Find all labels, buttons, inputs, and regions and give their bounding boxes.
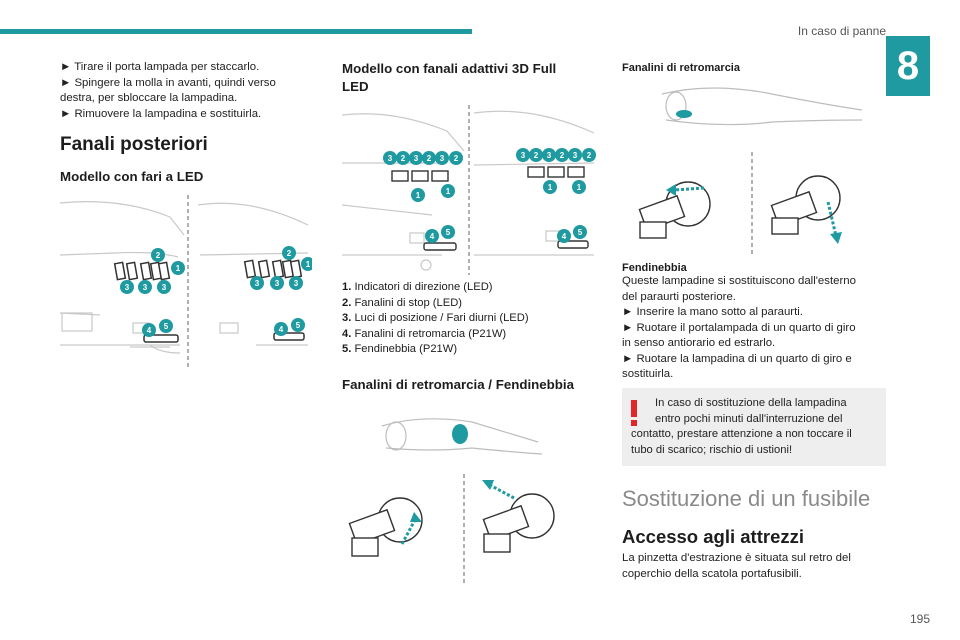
- fog-text-line: ► Ruotare il portalampada di un quarto d…: [622, 321, 856, 334]
- svg-text:3: 3: [162, 283, 167, 292]
- subheading-3d-full-led: Modello con fanali adattivi 3D Full LED: [342, 60, 600, 96]
- svg-text:5: 5: [578, 228, 583, 237]
- legend-item: 1. Indicatori di direzione (LED): [342, 281, 493, 293]
- subheading-line: LED: [342, 79, 369, 94]
- heading-fuse-replacement: Sostituzione di un fusibile: [622, 486, 871, 511]
- fog-text-line: ► Inserire la mano sotto al paraurti.: [622, 306, 803, 318]
- warning-text-line: entro pochi minuti dall'interruzione del: [655, 412, 843, 425]
- led-rear-lights-illustration: 2 1 3 3 3 4 5 2 1 3 3 3 4 5: [60, 195, 312, 367]
- svg-text:2: 2: [587, 151, 592, 160]
- column-left: ► Tirare il porta lampada per staccarlo.…: [60, 60, 300, 186]
- svg-text:1: 1: [446, 187, 451, 196]
- svg-text:5: 5: [296, 321, 301, 330]
- heading-tools-access: Accesso agli attrezzi: [622, 526, 804, 547]
- legend-item: 2. Fanalini di stop (LED): [342, 296, 463, 309]
- 3d-full-led-illustration: 3 2 3 2 3 2 1 1 4 5 3 2 3 2 3 2 1 1 4 5: [342, 105, 596, 275]
- svg-text:2: 2: [560, 151, 565, 160]
- warning-text-line: In caso di sostituzione della lampadina: [655, 397, 847, 409]
- svg-text:1: 1: [416, 191, 421, 200]
- svg-text:4: 4: [430, 232, 435, 241]
- subheading-led-model: Modello con fari a LED: [60, 169, 204, 184]
- svg-text:2: 2: [156, 251, 161, 260]
- svg-text:3: 3: [143, 283, 148, 292]
- callout-badges: 2 1 3 3 3 4 5 2 1 3 3 3 4 5: [120, 246, 312, 337]
- svg-text:2: 2: [534, 151, 539, 160]
- tools-text-line: La pinzetta d'estrazione è situata sul r…: [622, 552, 851, 564]
- svg-text:2: 2: [401, 154, 406, 163]
- subheading-line: Modello con fanali adattivi 3D Full: [342, 61, 557, 76]
- legend-item: 3. Luci di posizione / Fari diurni (LED): [342, 312, 529, 324]
- svg-text:1: 1: [306, 260, 311, 269]
- label-reverse-lights: Fanalini di retromarcia: [622, 62, 740, 74]
- fog-text-line: in senso antiorario ed estrarlo.: [622, 337, 776, 349]
- heading-rear-lights: Fanali posteriori: [60, 134, 208, 155]
- svg-text:3: 3: [547, 151, 552, 160]
- instruction-line: destra, per sbloccare la lampadina.: [60, 92, 238, 104]
- svg-text:5: 5: [164, 322, 169, 331]
- instruction-line: ► Spingere la molla in avanti, quindi ve…: [60, 76, 276, 89]
- svg-text:2: 2: [287, 249, 292, 258]
- legend-item: 4. Fanalini di retromarcia (P21W): [342, 327, 507, 340]
- fog-section: Fendinebbia Queste lampadine si sostitui…: [622, 262, 886, 383]
- svg-text:3: 3: [275, 279, 280, 288]
- svg-text:4: 4: [562, 232, 567, 241]
- fog-text-line: ► Ruotare la lampadina di un quarto di g…: [622, 352, 852, 365]
- svg-text:3: 3: [125, 283, 130, 292]
- svg-text:2: 2: [454, 154, 459, 163]
- svg-text:4: 4: [147, 326, 152, 335]
- warning-text-line: contatto, prestare attenzione a non tocc…: [631, 428, 852, 440]
- header-accent-bar: [0, 29, 472, 34]
- instruction-line: ► Tirare il porta lampada per staccarlo.: [60, 61, 260, 73]
- svg-text:3: 3: [414, 154, 419, 163]
- fog-text-line: Queste lampadine si sostituiscono dall'e…: [622, 275, 856, 287]
- chapter-number-tab: 8: [886, 36, 930, 96]
- warning-exclamation-icon: [631, 400, 637, 426]
- tools-text: La pinzetta d'estrazione è situata sul r…: [622, 551, 886, 582]
- warning-box: In caso di sostituzione della lampadina …: [622, 388, 886, 466]
- svg-text:3: 3: [388, 154, 393, 163]
- svg-text:1: 1: [548, 183, 553, 192]
- subheading-reverse-fog: Fanalini di retromarcia / Fendinebbia: [342, 377, 575, 392]
- svg-text:3: 3: [573, 151, 578, 160]
- section-title: In caso di panne: [797, 24, 886, 38]
- tools-text-line: coperchio della scatola portafusibili.: [622, 567, 802, 580]
- fog-text-line: sostituirla.: [622, 368, 674, 380]
- svg-text:3: 3: [521, 151, 526, 160]
- column-middle: Modello con fanali adattivi 3D Full LED: [342, 60, 600, 96]
- instruction-line: ► Rimuovere la lampadina e sostituirla.: [60, 107, 262, 120]
- page-number: 195: [909, 612, 930, 626]
- svg-text:5: 5: [446, 228, 451, 237]
- svg-text:3: 3: [440, 154, 445, 163]
- svg-text:3: 3: [255, 279, 260, 288]
- svg-text:4: 4: [279, 325, 284, 334]
- reverse-lights-illustration: [638, 87, 863, 256]
- svg-text:3: 3: [294, 279, 299, 288]
- svg-text:1: 1: [176, 264, 181, 273]
- fog-text-line: del paraurti posteriore.: [622, 290, 736, 303]
- legend-item: 5. Fendinebbia (P21W): [342, 343, 458, 355]
- label-fog: Fendinebbia: [622, 262, 687, 274]
- warning-text-line: tubo di scarico; rischio di ustioni!: [631, 443, 793, 456]
- lamp-legend-list: 1. Indicatori di direzione (LED) 2. Fana…: [342, 280, 600, 358]
- reverse-fog-bulb-illustration: [348, 418, 555, 586]
- svg-text:1: 1: [577, 183, 582, 192]
- svg-text:2: 2: [427, 154, 432, 163]
